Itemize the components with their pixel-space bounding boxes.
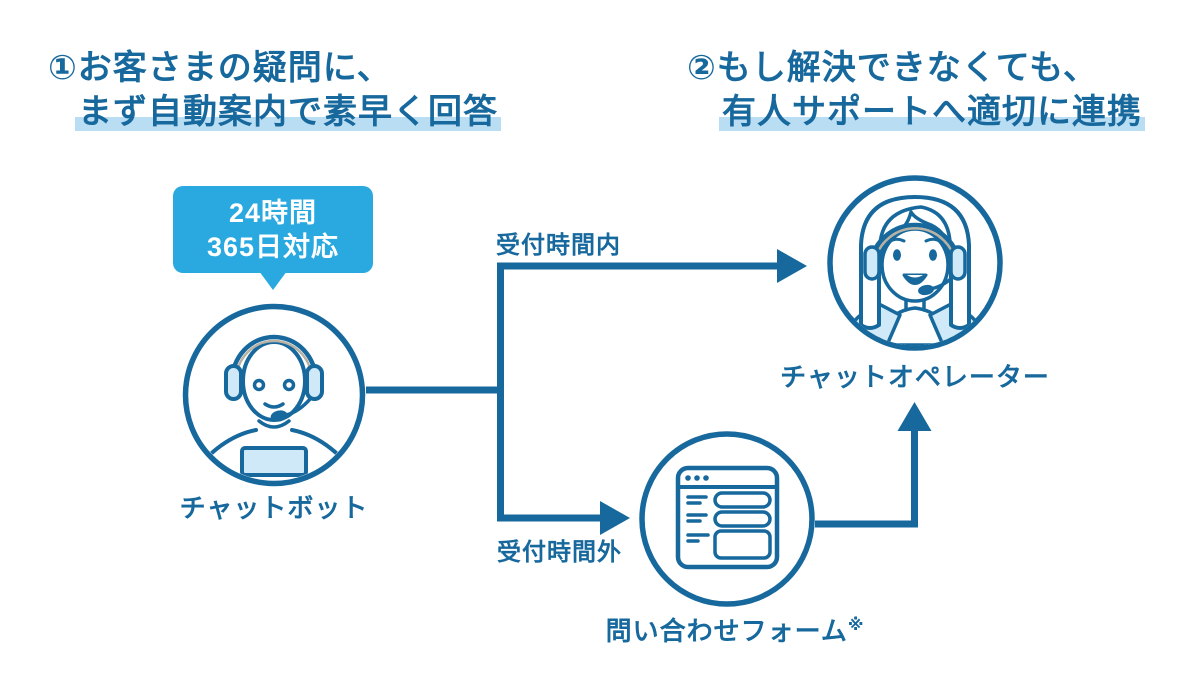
step1-heading-line2: まず自動案内で素早く回答 (75, 90, 501, 134)
step2-heading: ②もし解決できなくても、 有人サポートへ適切に連携 (687, 46, 1145, 134)
form-footnote-mark: ※ (847, 617, 865, 634)
connector-form-to-operator (815, 430, 918, 528)
chatbot-headset-icon (182, 303, 366, 487)
operator-headset-icon (827, 175, 1003, 351)
form-label: 問い合わせフォーム※ (605, 616, 865, 646)
web-form-icon (639, 431, 815, 607)
step2-heading-line2: 有人サポートへ適切に連携 (719, 90, 1145, 134)
chatbot-label: チャットボット (179, 493, 369, 523)
availability-line1: 24時間 (228, 197, 318, 228)
availability-line2: 365日対応 (206, 231, 340, 262)
step1-heading: ①お客さまの疑問に、 まず自動案内で素早く回答 (48, 46, 501, 134)
arrowhead-to-form-icon (600, 501, 630, 535)
arrowhead-to-operator-icon (777, 249, 807, 283)
step2-heading-line1: ②もし解決できなくても、 (687, 49, 1099, 87)
operator-label: チャットオペレーター (780, 362, 1050, 392)
speech-bubble-tail (259, 271, 287, 290)
arrowhead-up-to-operator-icon (897, 402, 932, 431)
in-hours-edge-label: 受付時間内 (496, 232, 621, 259)
step1-heading-line1: ①お客さまの疑問に、 (48, 49, 392, 87)
availability-speech-bubble: 24時間 365日対応 (173, 186, 373, 273)
out-of-hours-edge-label: 受付時間外 (497, 539, 622, 566)
